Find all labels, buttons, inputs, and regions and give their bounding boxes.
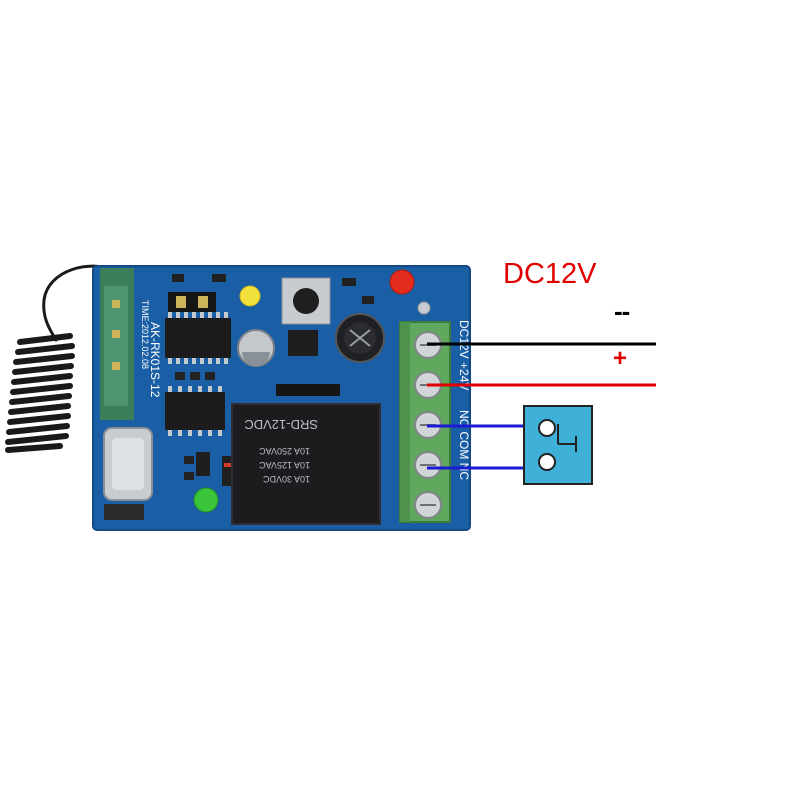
board-model-label: AK-RK01S-12 <box>148 322 162 398</box>
relay-spec-1: 10A 250VAC <box>259 446 310 456</box>
ic-chip <box>165 318 231 358</box>
relay <box>231 403 381 525</box>
board-date-label: TIME:2012.02.08 <box>140 300 150 369</box>
red-led <box>389 269 415 295</box>
mounting-hole <box>417 301 431 315</box>
terminal-block <box>399 321 451 523</box>
switch-contact-bottom <box>538 453 556 471</box>
yellow-led <box>239 285 261 307</box>
ic-chip-2 <box>165 392 225 430</box>
regulator <box>196 452 210 476</box>
green-led <box>193 487 219 513</box>
smd-resistors <box>172 274 374 480</box>
positive-terminal-label: + <box>613 345 628 372</box>
diode <box>276 384 340 396</box>
negative-terminal-label: -- <box>614 296 630 326</box>
switch-contact-top <box>538 419 556 437</box>
relay-spec-2: 10A 125VAC <box>259 460 310 470</box>
terminal-output-label: NO COM NC <box>457 410 471 480</box>
relay-model-text: SRD-12VDC <box>244 417 318 432</box>
transistor <box>288 330 318 356</box>
antenna-coil <box>5 264 122 453</box>
jumper <box>168 292 216 312</box>
power-voltage-label: DC12V <box>503 258 597 290</box>
pcb-board: AK-RK01S-12 TIME:2012.02.08 DC12V +24V N… <box>92 265 471 531</box>
header-pins <box>104 504 144 520</box>
terminal-voltage-label: DC12V +24V <box>457 320 471 390</box>
external-switch <box>523 405 593 485</box>
push-button-cap <box>293 288 319 314</box>
relay-spec-3: 10A 30VDC <box>262 474 310 484</box>
